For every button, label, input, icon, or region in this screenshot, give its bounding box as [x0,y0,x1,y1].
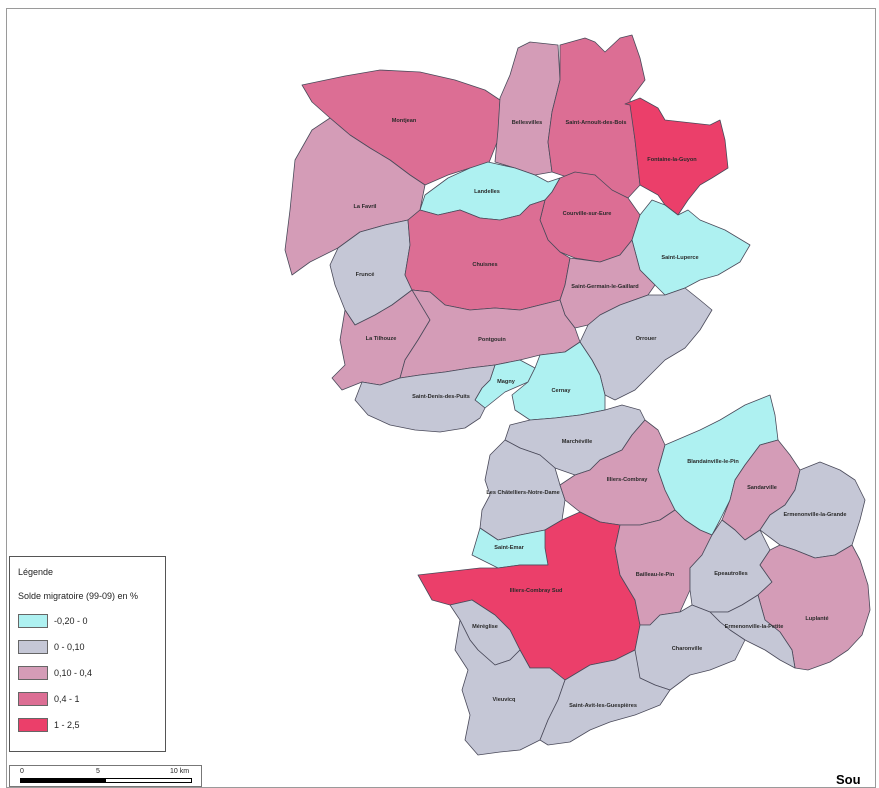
commune-label: Bailleau-le-Pin [636,572,675,578]
commune-label: Vieuvicq [493,697,516,703]
commune-label: Blandainville-le-Pin [687,459,739,465]
commune-label: Orrouer [636,336,658,342]
legend-swatch [18,666,48,680]
commune-label: Saint-Germain-le-Gaillard [571,284,639,290]
commune-area[interactable] [547,34,646,199]
commune-label: Cernay [552,388,572,394]
commune-label: Saint-Denis-des-Puits [412,394,470,400]
commune-label: Les Châtelliers-Notre-Dame [486,490,559,496]
commune-label: Méréglise [472,624,498,630]
commune-label: Saint-Emar [494,545,524,551]
commune-label: Ermenonville-la-Grande [783,512,846,518]
commune-label: Marchéville [562,439,592,445]
commune-label: Magny [497,379,516,385]
commune-area[interactable] [624,97,729,216]
commune-area[interactable] [709,594,796,669]
commune-label: Montjean [392,118,417,124]
legend-label: 0,4 - 1 [54,694,80,704]
legend-label: 0,10 - 0,4 [54,668,93,678]
commune-label: Courville-sur-Eure [563,211,612,217]
commune-label: Bellesvilles [512,120,542,126]
commune-label: Landelles [474,189,500,195]
scale-label-5: 5 [96,768,100,775]
commune-label: Saint-Luperce [661,255,698,261]
commune-label: Fruncé [356,272,375,278]
source-text: Sou [836,772,861,787]
legend-item: 1 - 2,5 [18,717,80,733]
commune-label: Charonville [672,646,702,652]
legend-subtitle: Solde migratoire (99-09) en % [18,591,139,601]
legend-swatch [18,718,48,732]
commune-area[interactable] [354,364,496,433]
commune-label: Illiers-Combray [607,477,649,483]
commune-label: Sandarville [747,485,777,491]
scale-bar: 0 5 10 km [9,765,202,787]
commune-area[interactable] [539,649,671,746]
commune-label: Saint-Arnoult-des-Bois [566,120,627,126]
legend-label: 0 - 0,10 [54,642,85,652]
commune-label: Luplanté [805,616,828,622]
legend-item: 0,4 - 1 [18,691,80,707]
commune-label: Pontgouin [478,337,506,343]
scale-label-0: 0 [20,768,24,775]
legend-swatch [18,692,48,706]
legend-label: 1 - 2,5 [54,720,80,730]
commune-label: La Tilhouze [366,336,397,342]
commune-label: La Favril [353,204,376,210]
commune-area[interactable] [494,41,561,176]
legend-item: 0 - 0,10 [18,639,85,655]
commune-label: Fontaine-la-Guyon [647,157,697,163]
commune-label: Chuisnes [472,262,497,268]
legend-item: 0,10 - 0,4 [18,665,92,681]
legend-label: -0,20 - 0 [54,616,88,626]
legend-item: -0,20 - 0 [18,613,88,629]
legend-swatch [18,614,48,628]
commune-label: Epeautrolles [714,571,748,577]
commune-label: Saint-Avit-les-Guespières [569,703,637,709]
commune-label: Illiers-Combray Sud [510,588,563,594]
commune-label: Ermenonville-la-Petite [725,624,784,630]
legend-title: Légende [18,567,54,577]
scale-bar-graphic [20,778,192,783]
commune-area[interactable] [511,341,606,421]
map-legend: Légende Solde migratoire (99-09) en % -0… [9,556,166,752]
legend-swatch [18,640,48,654]
scale-label-10: 10 km [170,768,190,775]
